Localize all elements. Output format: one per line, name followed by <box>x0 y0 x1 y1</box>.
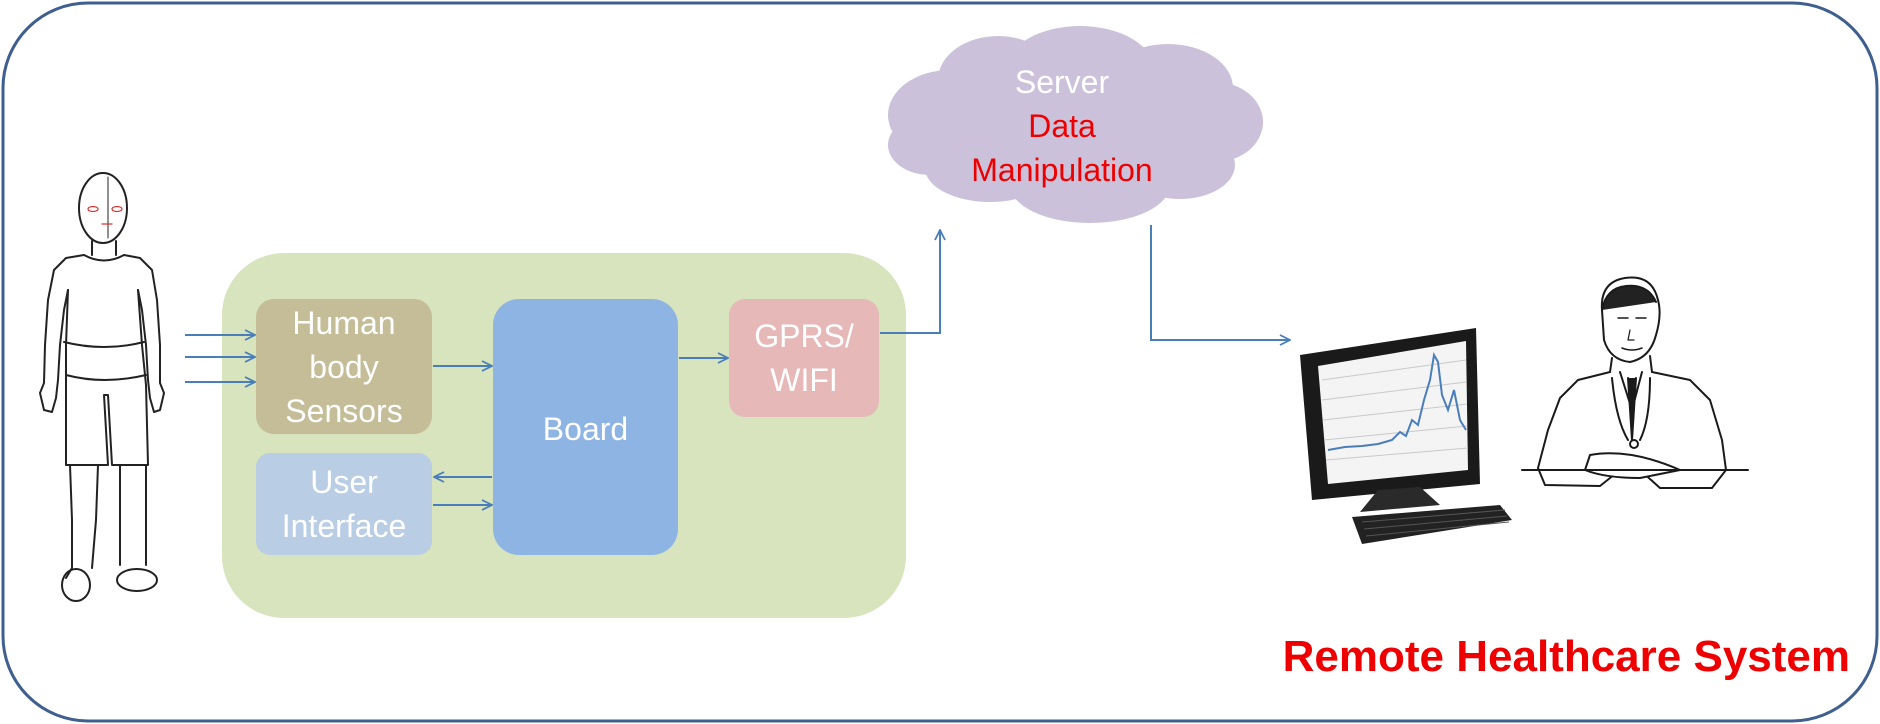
board-block <box>493 299 678 555</box>
server-to-monitor-arrow <box>1150 225 1290 340</box>
server-cloud <box>888 26 1263 223</box>
sensors-label-line-2: body <box>309 349 379 385</box>
diagram-title: Remote Healthcare System <box>1282 632 1850 681</box>
user-interface-label-line-1: User <box>310 464 378 500</box>
user-interface-label-line-2: Interface <box>281 508 407 544</box>
gprs-block <box>729 299 879 417</box>
sensors-label-line-3: Sensors <box>285 393 403 429</box>
server-sub-label-line-2: Manipulation <box>971 152 1153 188</box>
sensors-label-line-1: Human <box>292 305 396 341</box>
user-interface-label: User Interface <box>256 460 432 548</box>
monitor-icon <box>1300 328 1512 544</box>
board-label: Board <box>542 411 629 447</box>
patient-figure-icon <box>39 172 165 602</box>
server-label: Server <box>1014 64 1110 100</box>
doctor-figure-icon <box>1521 276 1749 489</box>
server-sub-label-line-1: Data <box>1028 108 1096 144</box>
gprs-label-line-2: WIFI <box>770 362 838 398</box>
gprs-label-line-1: GPRS/ <box>754 318 854 354</box>
gprs-to-server-arrow <box>880 230 940 334</box>
server-sub-label: Data Manipulation <box>912 104 1212 192</box>
gprs-label: GPRS/ WIFI <box>729 314 879 402</box>
user-interface-block <box>256 453 432 555</box>
sensors-label: Human body Sensors <box>256 301 432 433</box>
sensors-block <box>256 299 432 434</box>
